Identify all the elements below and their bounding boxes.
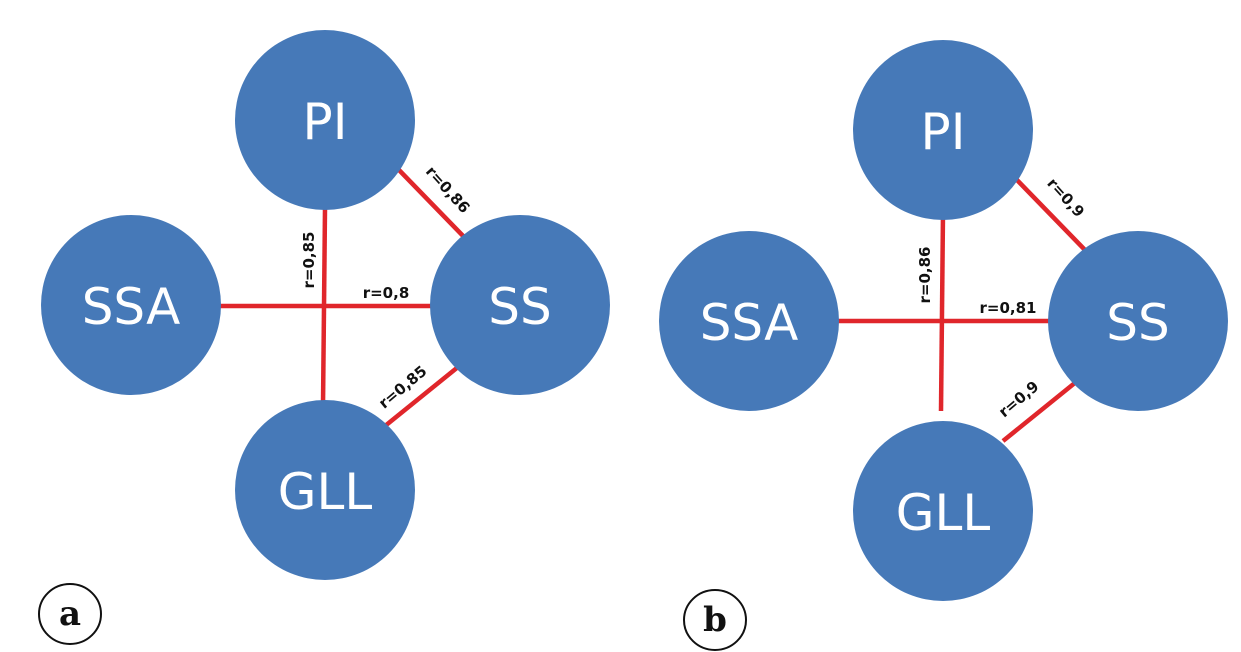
- panel-a-badge: [38, 583, 102, 645]
- node-gll: [235, 400, 415, 580]
- node-pi: [853, 40, 1033, 220]
- edge-ss-gll: [383, 365, 460, 428]
- node-ss: [1048, 231, 1228, 411]
- node-pi-label: PI: [303, 93, 348, 151]
- edge-pi-gll-label: r=0,85: [300, 232, 318, 289]
- node-ssa-label: SSA: [82, 278, 181, 336]
- edge-ssa-ss-label: r=0,8: [363, 284, 410, 302]
- node-ssa-label: SSA: [700, 294, 799, 352]
- panel-a-letter: a: [59, 594, 81, 634]
- panel-b: PI SSA SS GLL r=0,86 r=0,81 r=0,9 r=0,9 …: [659, 40, 1228, 651]
- edge-pi-gll-label: r=0,86: [916, 247, 934, 304]
- node-ss: [430, 215, 610, 395]
- edge-ss-gll: [1001, 380, 1078, 443]
- panel-b-badge: [683, 589, 747, 651]
- edge-pi-gll: [938, 212, 946, 412]
- node-ss-label: SS: [1106, 294, 1169, 352]
- panel-b-letter: b: [703, 600, 727, 640]
- node-ssa: [41, 215, 221, 395]
- node-ssa: [659, 231, 839, 411]
- edge-ss-gll-label: r=0,85: [375, 362, 430, 412]
- node-ss-label: SS: [488, 278, 551, 336]
- node-gll: [853, 421, 1033, 601]
- node-pi: [235, 30, 415, 210]
- edge-pi-ss: [397, 168, 469, 242]
- edge-pi-ss: [1015, 178, 1087, 252]
- node-gll-label: GLL: [278, 463, 373, 521]
- node-gll-label: GLL: [896, 484, 991, 542]
- node-pi-label: PI: [921, 103, 966, 161]
- edge-ssa-ss-label: r=0,81: [980, 299, 1037, 317]
- panel-a: PI SSA SS GLL r=0,85 r=0,8 r=0,86 r=0,85…: [38, 30, 610, 645]
- edge-pi-ss-label: r=0,86: [422, 162, 474, 216]
